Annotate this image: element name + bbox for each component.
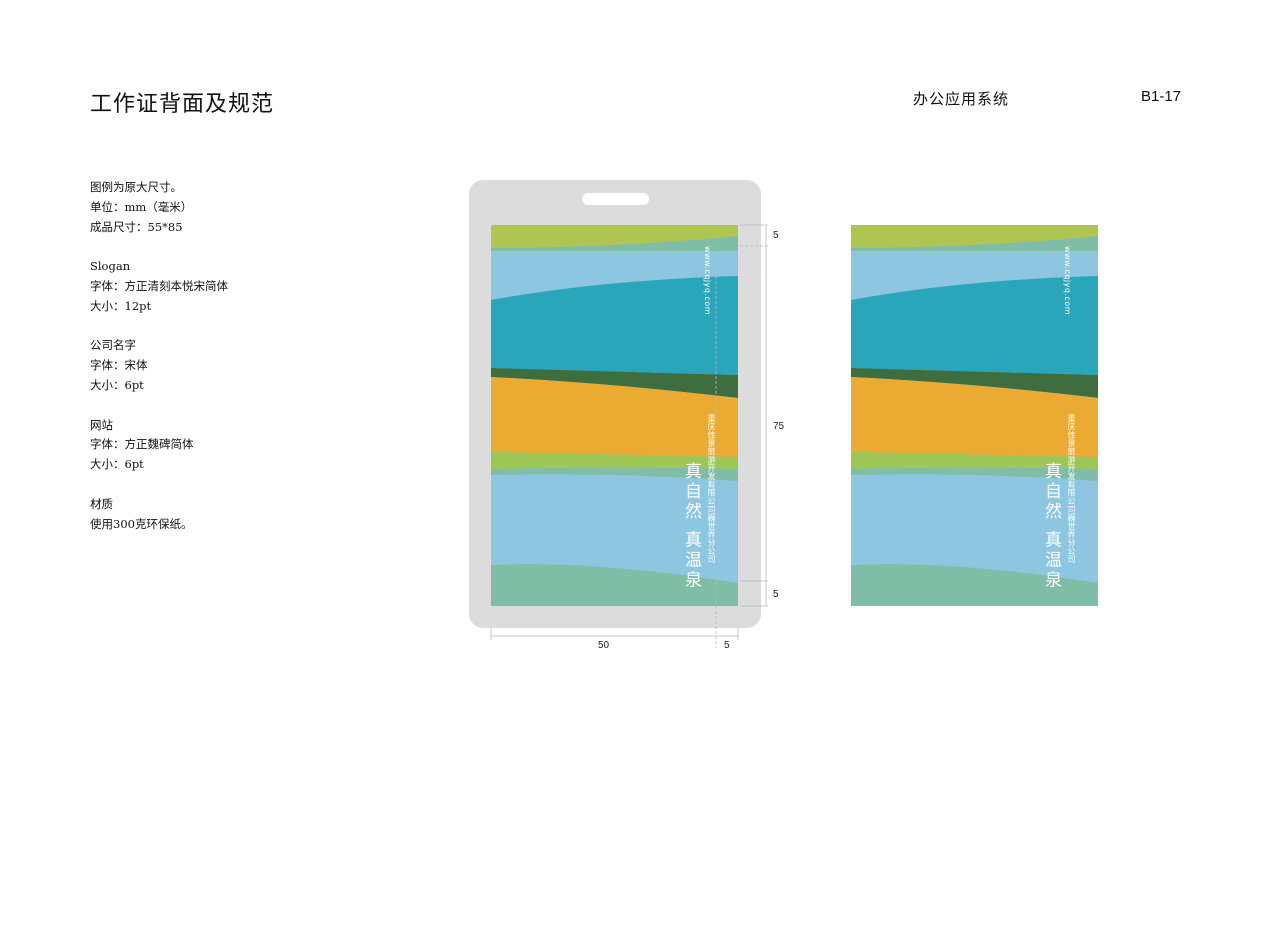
spec-line: 单位：mm（毫米）	[90, 199, 193, 214]
dim-margin: 5	[724, 640, 730, 651]
page-title: 工作证背面及规范	[90, 92, 275, 117]
card-slogan: 真自然 真温泉	[1041, 462, 1061, 591]
spec-group-material: 材质 使用300克环保纸。	[90, 495, 228, 535]
card-company: 重庆佳景旅游开发有限公司巍世界分公司	[707, 414, 716, 564]
spec-line: 字体：方正清刻本悦宋简体	[90, 278, 228, 293]
spec-line: 字体：宋体	[90, 358, 148, 373]
spec-line: 使用300克环保纸。	[90, 516, 193, 531]
card-slogan: 真自然 真温泉	[681, 462, 701, 591]
dimension-guides	[490, 224, 768, 648]
page-number: B1-17	[1141, 88, 1182, 105]
spec-line: 图例为原大尺寸。	[90, 180, 182, 194]
spec-heading: 公司名字	[90, 338, 136, 353]
spec-group-website: 网站 字体：方正魏碑简体 大小：6pt	[90, 416, 228, 475]
spec-group-general: 图例为原大尺寸。 单位：mm（毫米） 成品尺寸：55*85	[90, 178, 228, 237]
spec-line: 成品尺寸：55*85	[90, 219, 183, 234]
spec-line: 大小：6pt	[90, 377, 144, 392]
dim-bottom: 5	[773, 589, 779, 600]
spec-line: 大小：12pt	[90, 298, 152, 313]
spec-heading: 网站	[90, 417, 113, 432]
spec-list: 图例为原大尺寸。 单位：mm（毫米） 成品尺寸：55*85 Slogan 字体：…	[90, 178, 228, 534]
card-website: www.cqjyq.com	[703, 246, 712, 316]
lanyard-slot	[582, 193, 649, 205]
spec-group-slogan: Slogan 字体：方正清刻本悦宋简体 大小：12pt	[90, 257, 228, 316]
spec-line: 大小：6pt	[90, 457, 144, 472]
dim-top: 5	[773, 230, 779, 241]
spec-heading: Slogan	[90, 259, 131, 274]
spec-heading: 材质	[90, 496, 113, 511]
spec-group-company: 公司名字 字体：宋体 大小：6pt	[90, 336, 228, 395]
card-website: www.cqjyq.com	[1063, 246, 1072, 316]
spec-line: 字体：方正魏碑简体	[90, 437, 194, 452]
section-label: 办公应用系统	[913, 90, 1010, 108]
card-company: 重庆佳景旅游开发有限公司巍世界分公司	[1067, 414, 1076, 564]
dim-height: 75	[773, 421, 785, 432]
dim-width: 50	[598, 640, 610, 651]
